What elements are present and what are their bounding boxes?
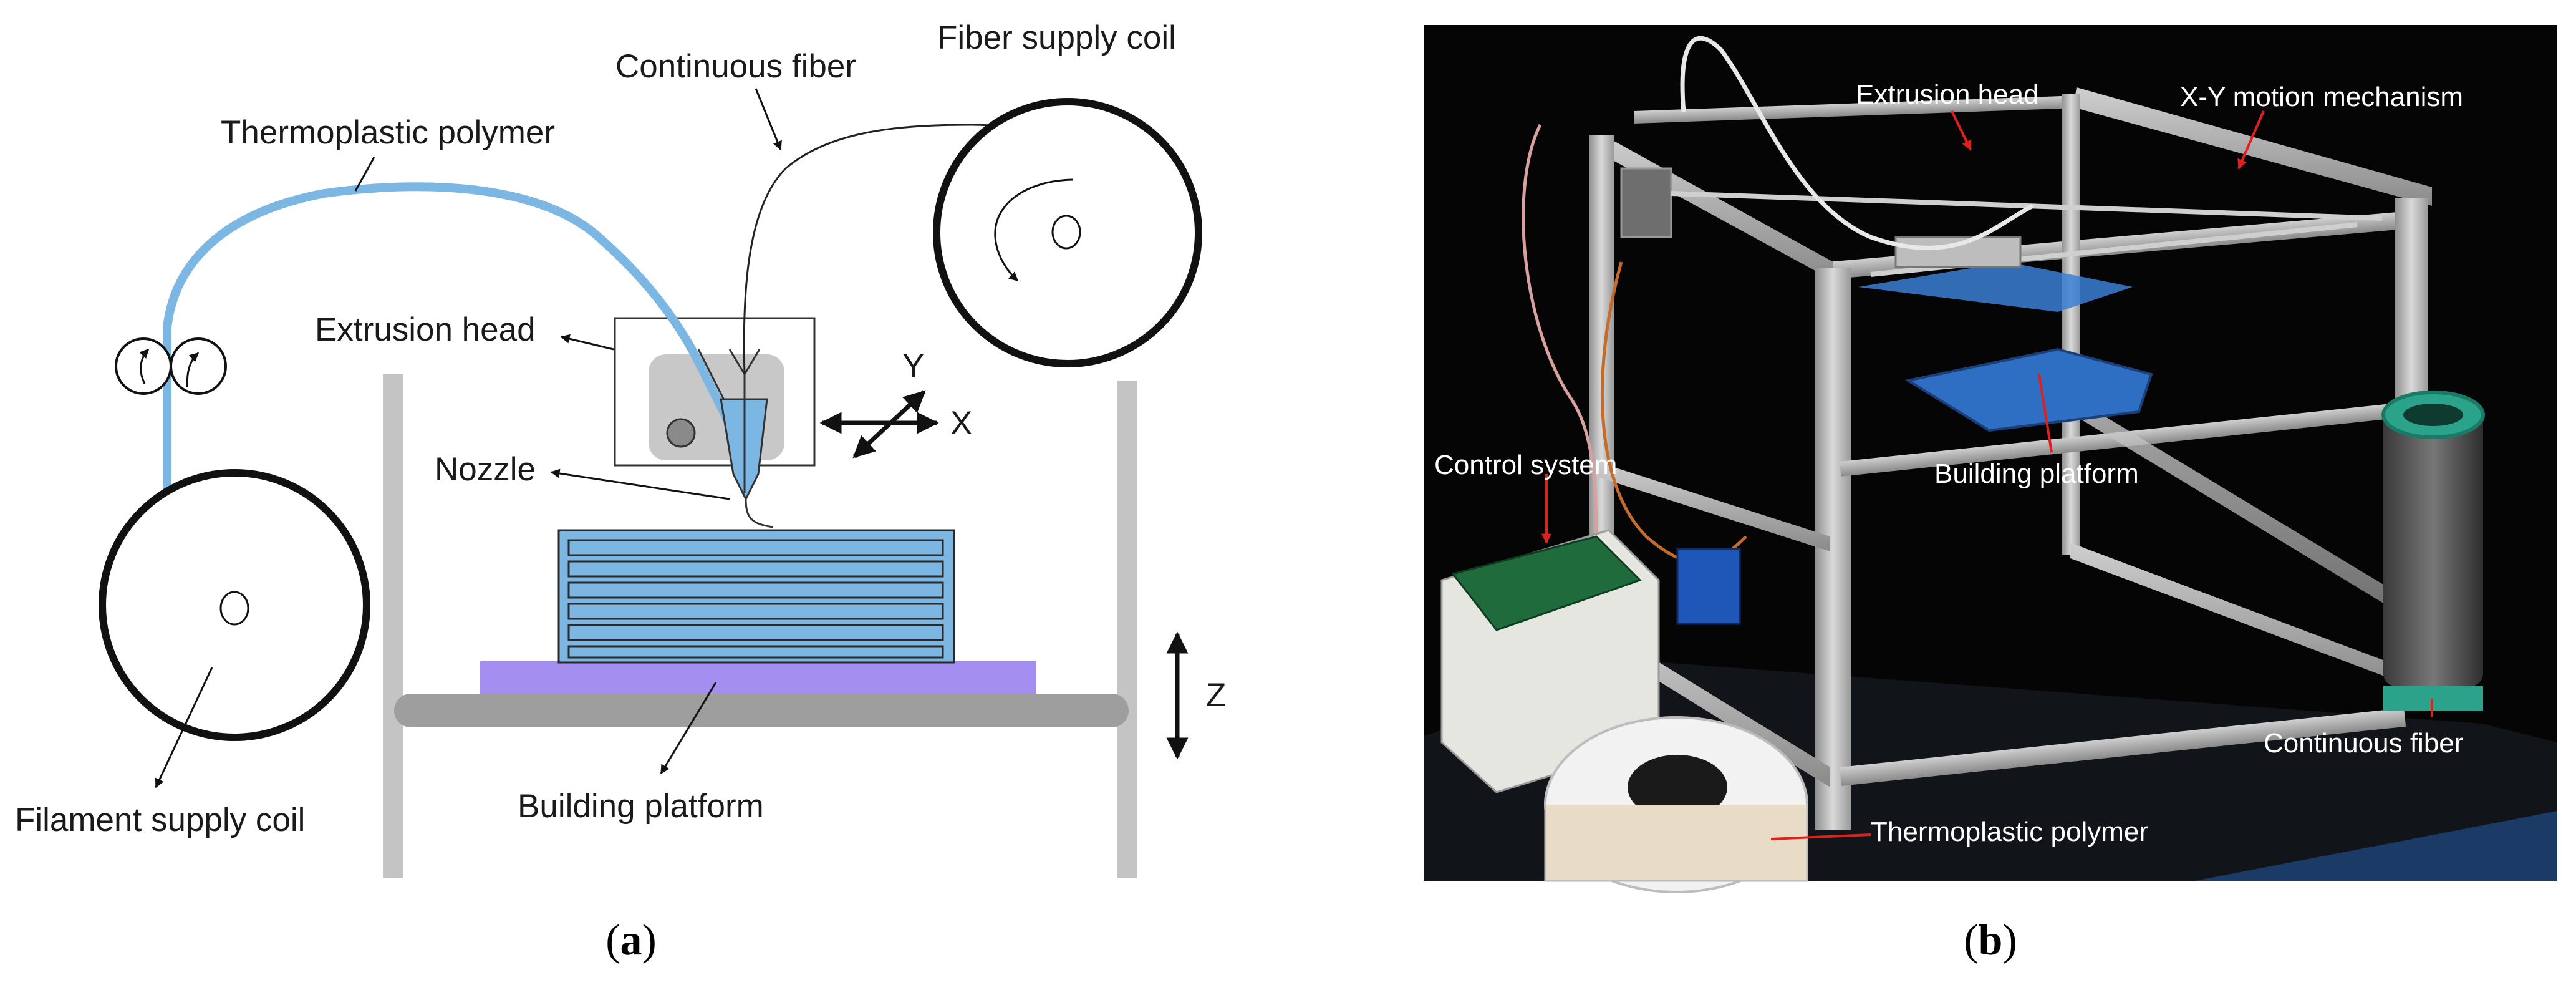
top-blue-plate (1858, 262, 2133, 312)
annot-line-extrusion-head (1951, 110, 1972, 151)
build-bed (480, 661, 1036, 694)
label-fiber-supply-coil: Fiber supply coil (937, 19, 1176, 56)
table-edge (2195, 811, 2557, 881)
caption-a-close: ) (642, 916, 657, 964)
leader-nozzle (550, 468, 730, 500)
printer-frame (1589, 87, 2432, 830)
photo-label-control-system: Control system (1434, 450, 1617, 480)
heater-cartridge (666, 418, 696, 448)
photo-label-thermoplastic-polymer: Thermoplastic polymer (1871, 817, 2148, 847)
pcb (1451, 535, 1642, 631)
caption-b-letter: b (1979, 916, 2003, 964)
drive-roller-left (115, 337, 172, 395)
leader-building-platform (660, 682, 717, 775)
leader-extrusion-head (560, 334, 614, 351)
spool-hub (1628, 755, 1727, 820)
label-axis-y: Y (902, 347, 924, 384)
filament-coil-pointer (155, 667, 213, 788)
roller-left-rotation (139, 348, 150, 384)
fiber-coil-rotation-arrow (994, 178, 1073, 282)
y-axis-arrow (852, 390, 926, 459)
label-extrusion-head: Extrusion head (315, 311, 536, 348)
frame-left-upright (383, 374, 403, 878)
photo-label-xy-motion: X-Y motion mechanism (2180, 82, 2463, 112)
annot-line-building-platform (2038, 374, 2053, 453)
panel-b-photo: Extrusion head X-Y motion mechanism Cont… (1424, 25, 2557, 964)
build-platform-photo (1904, 347, 2153, 432)
label-continuous-fiber: Continuous fiber (615, 48, 856, 85)
caption-b-close: ) (2002, 916, 2017, 964)
fiber-coil-hub (1051, 215, 1081, 250)
photo-label-building-platform: Building platform (1934, 459, 2139, 489)
temp-controller (1676, 548, 1741, 625)
panel-a-schematic: Continuous fiber Fiber supply coil Therm… (15, 19, 1226, 964)
spool-side (1544, 805, 1808, 882)
annot-line-thermoplastic (1770, 833, 1871, 840)
label-nozzle: Nozzle (435, 451, 536, 488)
white-cable (1680, 36, 2034, 250)
label-building-platform: Building platform (518, 788, 764, 825)
caption-a-letter: a (620, 916, 642, 964)
label-filament-supply-coil: Filament supply coil (15, 802, 305, 838)
carriage (1894, 236, 2022, 268)
filament-coil-hub (219, 591, 249, 626)
label-axis-z: Z (1206, 677, 1226, 714)
caption-b: (b) (1964, 916, 2017, 964)
caption-a-open: ( (605, 916, 620, 964)
roller-right-rotation (186, 352, 200, 387)
label-thermoplastic-polymer: Thermoplastic polymer (221, 114, 555, 151)
fiber-spool-top-hole (2403, 404, 2463, 426)
pink-cable (1522, 124, 1598, 550)
extrusion-head-photo (1620, 167, 1672, 238)
leader-thermoplastic (354, 157, 375, 192)
printed-part (557, 529, 955, 664)
platform-bar (394, 694, 1129, 727)
photo-label-continuous-fiber: Continuous fiber (2264, 728, 2463, 759)
label-axis-x: X (950, 405, 972, 442)
photo-label-extrusion-head: Extrusion head (1856, 79, 2039, 110)
caption-a: (a) (605, 916, 657, 964)
annot-line-xy-motion (2237, 110, 2265, 170)
drive-roller-right (170, 337, 227, 395)
continuous-fiber-spool (2383, 412, 2483, 686)
nozzle-tip-fiber (745, 498, 774, 528)
frame-right-upright (1117, 381, 1137, 878)
leader-continuous-fiber (755, 88, 782, 151)
caption-b-open: ( (1964, 916, 1978, 964)
thermoplastic-filament (163, 182, 743, 497)
x-rod (1671, 191, 2383, 221)
